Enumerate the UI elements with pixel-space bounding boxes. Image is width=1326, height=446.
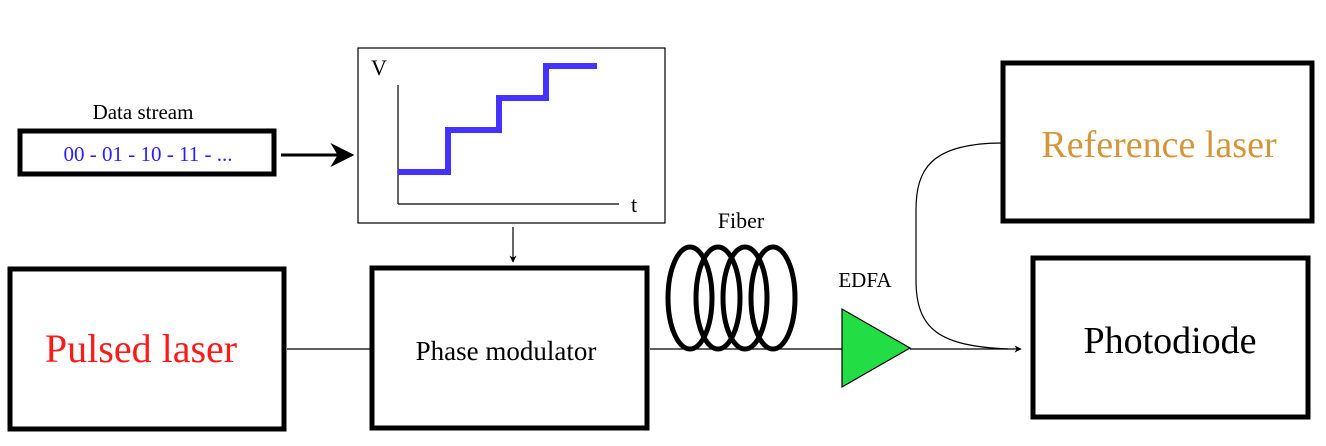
data-stream-title: Data stream — [93, 100, 194, 124]
phase-modulator-label: Phase modulator — [416, 336, 597, 366]
pulsed-laser-label: Pulsed laser — [45, 326, 237, 371]
fiber-label: Fiber — [718, 208, 765, 233]
edfa-label: EDFA — [838, 268, 892, 292]
voltage-plot-frame — [357, 47, 666, 224]
phase-modulator-box — [369, 265, 650, 431]
pulsed-laser-box — [7, 266, 287, 432]
time-axis-label: t — [631, 192, 637, 217]
photodiode-box — [1030, 255, 1311, 420]
fiber-coil-icon — [665, 244, 798, 352]
voltage-axis-label: V — [371, 55, 387, 80]
data-stream-value: 00 - 01 - 10 - 11 - ... — [64, 142, 233, 166]
edfa-amplifier-icon — [841, 307, 912, 389]
voltage-step-trace — [398, 63, 597, 175]
reference-laser-label: Reference laser — [1041, 124, 1277, 166]
reference-laser-box — [1000, 60, 1315, 224]
reference-to-photodiode-curve — [915, 142, 1009, 350]
data-stream-box — [17, 128, 277, 177]
photodiode-label: Photodiode — [1083, 320, 1256, 362]
